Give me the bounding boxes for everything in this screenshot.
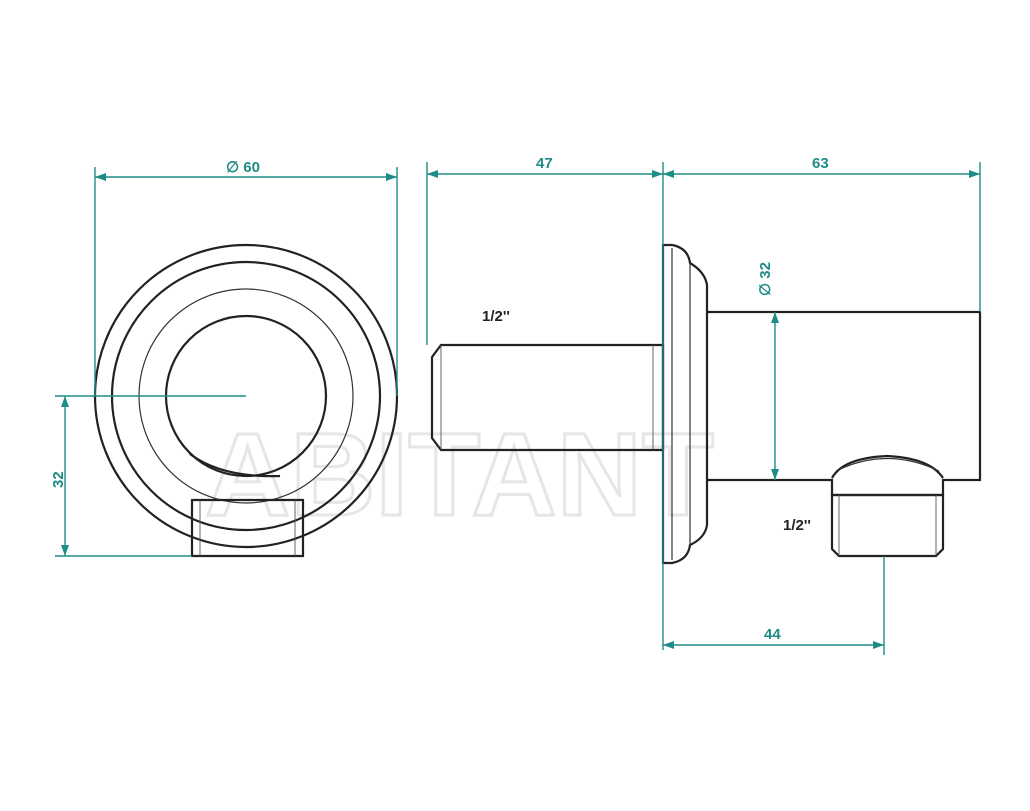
- outlet-bulge-inner: [835, 458, 940, 472]
- side-diameter-label: ∅ 32: [757, 262, 774, 296]
- outlet-neck-curve: [189, 453, 281, 478]
- outlet-thread: [830, 493, 945, 558]
- front-height-label: 32: [50, 471, 67, 488]
- side-offset-label: 44: [764, 626, 781, 643]
- outlet-bulge: [831, 454, 944, 479]
- front-dim-height: 32: [50, 395, 246, 557]
- outlet-nut: [190, 498, 305, 558]
- side-dim-diameter: ∅ 32: [757, 262, 779, 480]
- side-dim-44: 44: [663, 556, 885, 655]
- wall-flange: [661, 243, 709, 565]
- outlet-thread-lines: [199, 500, 296, 556]
- front-dim-diameter: ∅ 60: [94, 159, 398, 396]
- outlet-thread-label: 1/2'': [783, 517, 811, 534]
- side-length-right-label: 63: [812, 155, 829, 172]
- side-view: 1/2'' 1/2'': [430, 243, 982, 565]
- front-diameter-label: ∅ 60: [226, 159, 260, 176]
- side-dim-47: 47: [426, 155, 664, 650]
- inlet-thread-lines: [440, 345, 654, 450]
- outlet-thread-side-lines: [838, 495, 937, 556]
- side-length-left-label: 47: [536, 155, 553, 172]
- watermark: ABITANT: [205, 409, 714, 541]
- inlet-thread-label: 1/2'': [482, 308, 510, 325]
- side-dim-63: 63: [663, 155, 981, 312]
- elbow-body: [707, 310, 982, 497]
